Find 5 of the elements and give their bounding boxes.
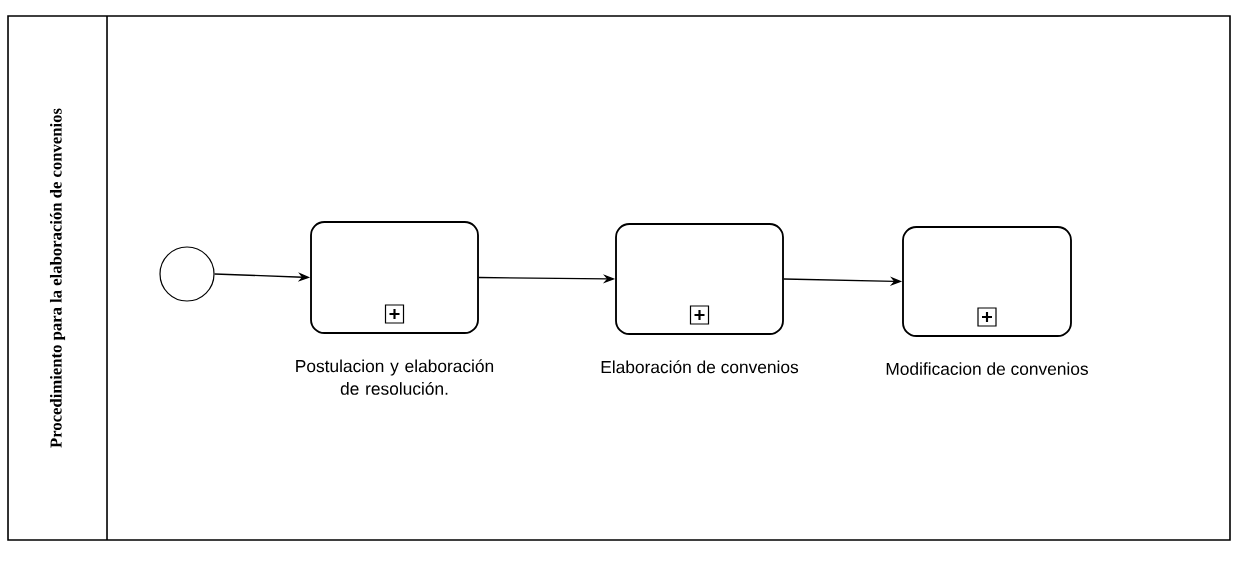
pool-title: Procedimiento para la elaboración de convenios xyxy=(49,108,66,448)
task-label: Postulacion y elaboración de resolución. xyxy=(296,359,494,395)
start-event xyxy=(159,246,215,302)
task-label: Elaboración de convenios xyxy=(601,360,799,374)
task-label: Modificacion de convenios xyxy=(886,362,1088,375)
